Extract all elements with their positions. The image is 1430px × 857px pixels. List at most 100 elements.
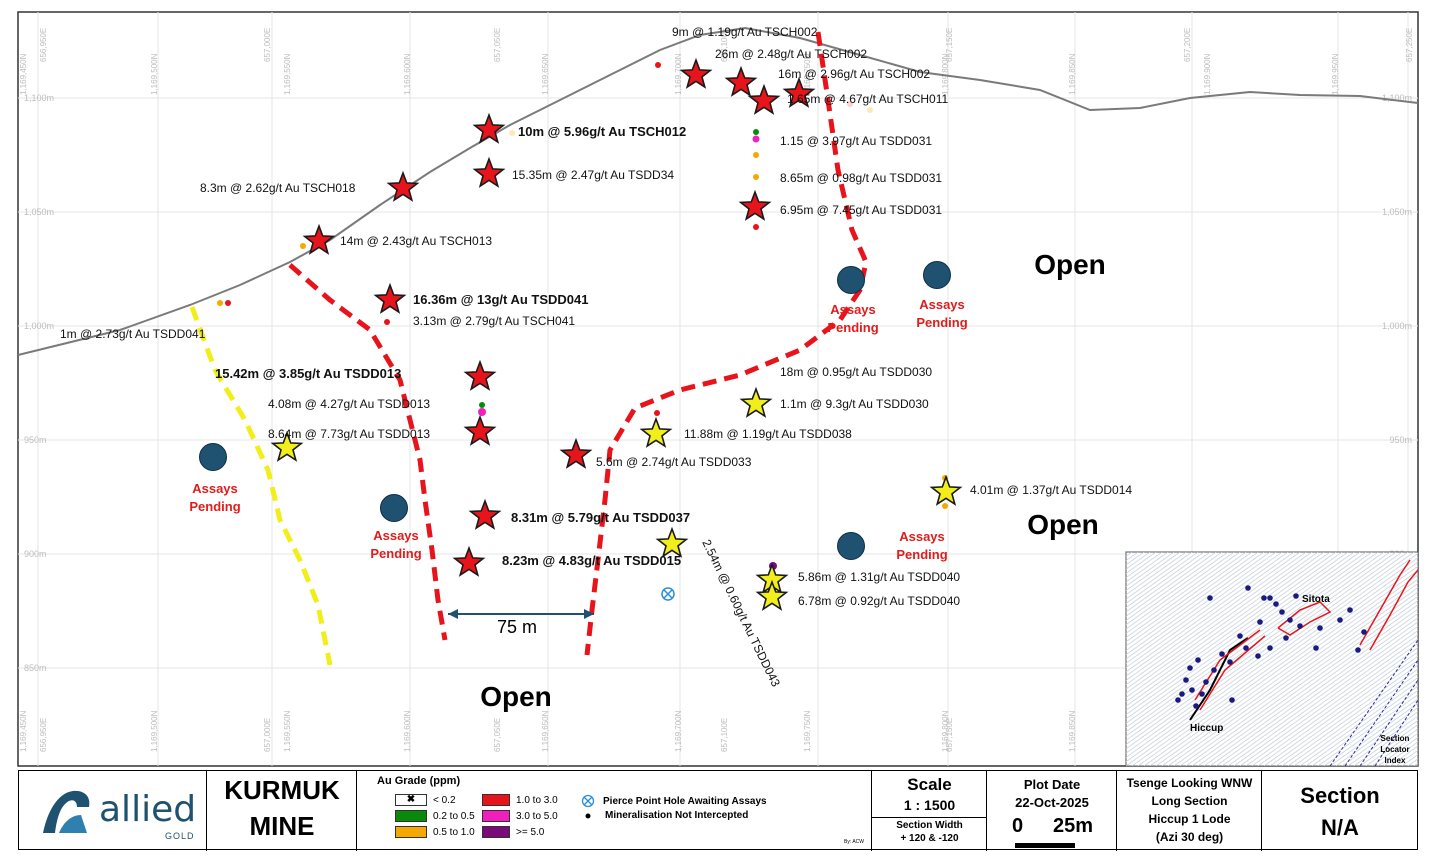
grid-northing-label-top: 1,169,750N [803,53,812,95]
mine-line1: KURMUK [224,775,340,805]
red-star-icon [738,189,772,221]
title-block: allied GOLD KURMUK MINE Au Grade (ppm) ✖… [18,770,1418,851]
inset-drillhole-dot [1179,691,1185,697]
intercept-label: 9m @ 1.19g/t Au TSCH002 [672,25,818,39]
red-star-icon [782,76,816,108]
red-star-icon [463,414,497,446]
lode-boundary-west [288,263,448,641]
lode-boundary-east [584,31,869,656]
yellow-star-icon [639,416,673,448]
inset-drillhole-dot [1313,645,1319,651]
grid-northing-label-bottom: 1,169,700N [674,710,683,752]
inset-drillhole-dot [1317,625,1323,631]
inset-sitota-label: Sitota [1302,594,1330,605]
black-dot-icon [585,813,591,818]
assays-pending-label: Assays [830,302,876,317]
grid-northing-label-bottom: 1,169,850N [1068,710,1077,752]
yellow-star-icon [270,430,304,462]
legend-swatch [395,810,427,822]
open-label-south: Open [480,681,552,712]
inset-drillhole-dot [1187,665,1193,671]
inset-drillhole-dot [1261,595,1267,601]
intercept-label: 8.3m @ 2.62g/t Au TSCH018 [200,181,356,195]
intercept-label: 1.1m @ 9.3g/t Au TSDD030 [780,397,929,411]
intercept-label: 1.15 @ 3.97g/t Au TSDD031 [780,134,932,148]
grid-northing-label-bottom: 1,169,600N [403,710,412,752]
inset-drillhole-dot [1361,629,1367,635]
grid-northing-label-top: 1,169,500N [150,53,159,95]
grid-northing-label-bottom: 1,169,800N [941,710,950,752]
intercept-label: 26m @ 2.48g/t Au TSCH002 [715,47,867,61]
legend-not-intercepted-label: Mineralisation Not Intercepted [605,810,749,821]
graphic-scale-bar [1015,843,1075,848]
plot-date-value: 22-Oct-2025 [1015,795,1089,810]
inset-index-line2: Locator [1380,745,1409,754]
elevation-label-left: 1,050m [24,207,54,217]
plot-date-cell: Plot Date 22-Oct-2025 0 25m [986,771,1116,851]
company-logo: allied GOLD [29,779,204,843]
drawn-by: By: ACW [844,839,865,845]
inset-drillhole-dot [1211,667,1217,673]
pierce-point-icon [661,587,675,601]
elevation-label-left: 950m [24,435,47,445]
legend-swatch [482,794,510,806]
inset-drillhole-dot [1347,607,1353,613]
legend-label: 1.0 to 3.0 [516,794,558,806]
intercept-label: 10m @ 5.96g/t Au TSCH012 [518,124,686,139]
intercept-label: 11.88m @ 1.19g/t Au TSDD038 [684,427,852,441]
inset-drillhole-dot [1273,601,1279,607]
inset-drillhole-dot [1267,645,1273,651]
mine-line2: MINE [249,811,315,841]
company-name: allied [99,789,197,830]
intercept-label: 16m @ 2.96g/t Au TSCH002 [778,67,930,81]
inset-drillhole-dot [1219,651,1225,657]
section-title-line4: (Azi 30 deg) [1155,830,1224,844]
elevation-label-right: 1,000m [1382,321,1412,331]
inset-drillhole-dot [1175,697,1181,703]
assays-pending-circle-icon [837,532,865,560]
inset-index-line1: Section [1381,734,1410,743]
legend-pierce-point-label: Pierce Point Hole Awaiting Assays [603,795,767,807]
yellow-star-icon [929,474,963,506]
assays-pending-circle-icon [199,443,227,471]
assays-pending-label: Assays [899,529,945,544]
elevation-label-right: 1,050m [1382,207,1412,217]
elevation-label-right: 950m [1389,435,1412,445]
assays-pending-label: Pending [827,320,878,335]
red-star-icon [468,498,502,530]
red-star-icon [724,65,758,97]
intercept-label: 5.6m @ 2.74g/t Au TSDD033 [596,455,752,469]
assays-pending-label: Assays [192,481,238,496]
assays-pending-label: Assays [919,297,965,312]
red-star-icon [747,83,781,115]
intercept-label: 1m @ 2.73g/t Au TSDD041 [60,327,206,341]
grid-easting-label-top: 657,150E [945,28,954,62]
red-star-icon [472,112,506,144]
grid-northing-label-bottom: 1,169,750N [803,710,812,752]
inset-index-line3: Index [1385,756,1406,765]
assays-pending-label: Assays [373,528,419,543]
legend-swatch [395,826,427,838]
intercept-label: 4.08m @ 4.27g/t Au TSDD013 [268,397,430,411]
grid-lines [18,12,1418,766]
red-star-icon [463,359,497,391]
grid-northing-label-top: 1,169,950N [1331,53,1340,95]
section-width-value: + 120 & -120 [900,833,959,844]
legend-label: 0.5 to 1.0 [433,826,475,838]
open-label-east: Open [1027,509,1099,540]
inset-drillhole-dot [1297,623,1303,629]
section-title-line2: Long Section [1151,794,1228,808]
legend-label: >= 5.0 [516,826,545,838]
grid-easting-label-top: 657,050E [493,28,502,62]
red-star-icon [386,170,420,202]
elevation-label-left: 1,000m [24,321,54,331]
intercept-label: 4.01m @ 1.37g/t Au TSDD014 [970,483,1132,497]
section-title-cell: Tsenge Looking WNW Long Section Hiccup 1… [1116,771,1261,851]
section-title-line3: Hiccup 1 Lode [1148,812,1231,826]
inset-drillhole-dot [1279,609,1285,615]
legend-label: < 0.2 [433,794,456,806]
grid-northing-label-top: 1,169,600N [403,53,412,95]
grid-northing-label-top: 1,169,700N [674,53,683,95]
inset-drillhole-dot [1229,697,1235,703]
